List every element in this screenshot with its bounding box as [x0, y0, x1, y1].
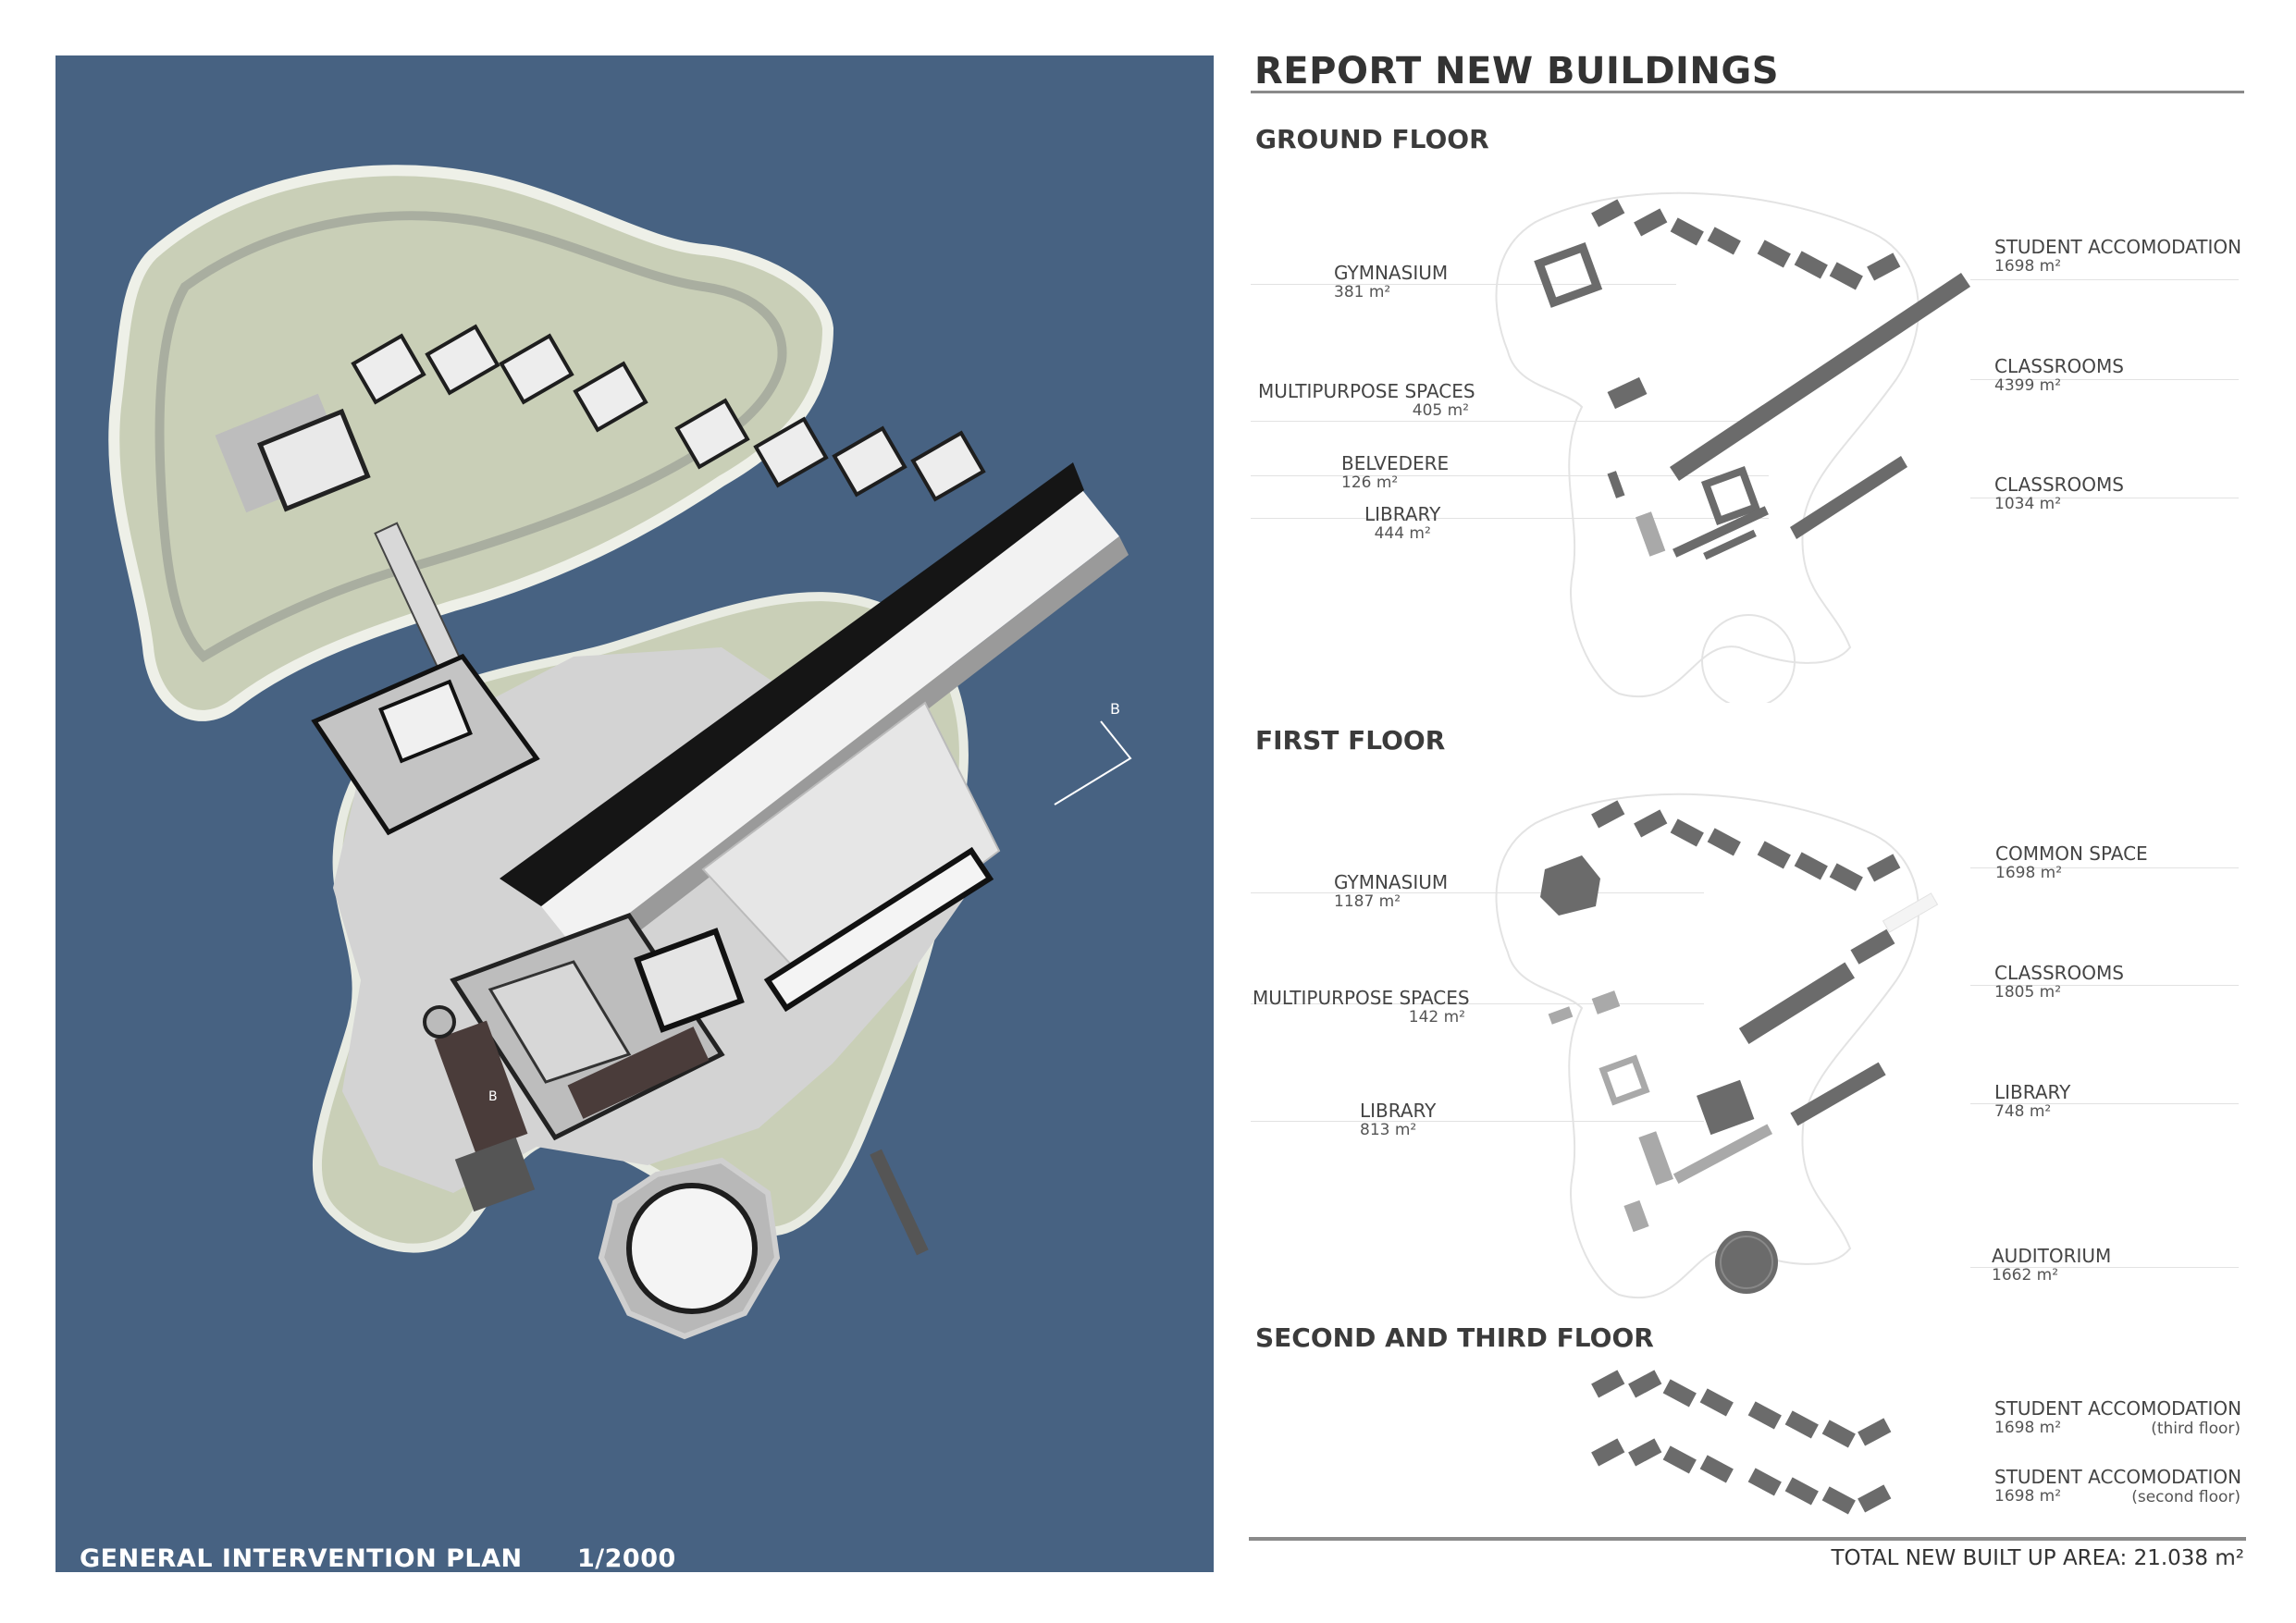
plan-scale: 1/2000 — [576, 1544, 676, 1573]
first-common-space-area: 1698 m² — [1995, 864, 2063, 882]
section-marker-b: B — [1110, 700, 1120, 718]
first-multipurpose-area: 142 m² — [1408, 1008, 1465, 1027]
first-auditorium-label: AUDITORIUM 1662 m² — [1992, 1246, 2111, 1285]
first-gymnasium-area: 1187 m² — [1334, 892, 1401, 911]
first-library-left-area: 813 m² — [1360, 1121, 1417, 1139]
first-gymnasium-name: GYMNASIUM — [1334, 871, 1449, 893]
plan-caption-text: GENERAL INTERVENTION PLAN — [80, 1544, 523, 1573]
first-library-right-name: LIBRARY — [1994, 1081, 2071, 1103]
ground-classrooms-a — [1670, 273, 1970, 481]
first-library-left-label: LIBRARY 813 m² — [1360, 1100, 1436, 1140]
first-classrooms-area: 1805 m² — [1994, 983, 2062, 1002]
general-plan-panel: B B — [56, 55, 1214, 1572]
upper-floors-plan — [1591, 1370, 1892, 1515]
first-classrooms-label: CLASSROOMS 1805 m² — [1994, 963, 2124, 1002]
ground-classrooms-b-area: 1034 m² — [1994, 495, 2062, 513]
first-gymnasium-label: GYMNASIUM 1187 m² — [1334, 872, 1448, 912]
ground-library-core — [1700, 465, 1761, 526]
ground-multipurpose — [1607, 376, 1648, 410]
ground-student-houses — [1591, 199, 1901, 290]
first-auditorium — [1715, 1231, 1778, 1294]
north-island — [108, 165, 834, 721]
ground-library-name: LIBRARY — [1364, 503, 1441, 525]
ground-classrooms-a-label: CLASSROOMS 4399 m² — [1994, 356, 2124, 396]
first-multipurpose-label: MULTIPURPOSE SPACES 142 m² — [1253, 988, 1470, 1027]
ground-belvedere-area: 126 m² — [1341, 473, 1399, 492]
first-common-space-label: COMMON SPACE 1698 m² — [1995, 843, 2148, 883]
second-floor-accomodation-name: STUDENT ACCOMODATION — [1994, 1466, 2242, 1488]
upper-floors-title: SECOND AND THIRD FLOOR — [1255, 1322, 1654, 1353]
ground-multipurpose-label: MULTIPURPOSE SPACES 405 m² — [1258, 381, 1475, 421]
ground-library-label: LIBRARY 444 m² — [1364, 504, 1440, 544]
ground-belvedere-name: BELVEDERE — [1341, 452, 1450, 474]
third-floor-note: (third floor) — [2151, 1420, 2240, 1438]
first-common-space — [1591, 800, 1901, 891]
first-classrooms — [1738, 962, 1855, 1044]
first-library-left — [1599, 1054, 1650, 1106]
third-floor-accomodation-area: 1698 m² — [1994, 1419, 2062, 1437]
first-library-right — [1696, 1079, 1755, 1136]
first-floor-plan — [1495, 793, 1939, 1299]
first-floor-title: FIRST FLOOR — [1255, 725, 1446, 756]
third-floor-accomodation-label: STUDENT ACCOMODATION 1698 m² (third floo… — [1994, 1397, 2242, 1438]
ground-classrooms-a-area: 4399 m² — [1994, 376, 2062, 395]
ground-student-accomodation-label: STUDENT ACCOMODATION 1698 m² — [1994, 237, 2241, 277]
site-plan-drawing: B B — [108, 165, 1132, 1340]
second-floor-accomodation-label: STUDENT ACCOMODATION 1698 m² (second flo… — [1994, 1466, 2242, 1506]
ground-gymnasium-area: 381 m² — [1334, 283, 1391, 301]
total-built-up-area: TOTAL NEW BUILT UP AREA: 21.038 m² — [1831, 1546, 2244, 1570]
ground-library — [1636, 511, 1666, 557]
plan-caption: GENERAL INTERVENTION PLAN 1/2000 — [80, 1544, 676, 1573]
first-library-right-label: LIBRARY 748 m² — [1994, 1082, 2070, 1122]
ground-student-accomodation-area: 1698 m² — [1994, 257, 2062, 276]
ground-classrooms-b-label: CLASSROOMS 1034 m² — [1994, 474, 2124, 514]
section-marker-b-2: B — [488, 1089, 498, 1104]
second-floor-accomodation-area: 1698 m² — [1994, 1487, 2062, 1506]
third-floor-accomodation-name: STUDENT ACCOMODATION — [1994, 1397, 2242, 1420]
third-floor-houses — [1591, 1370, 1892, 1448]
report-title: REPORT NEW BUILDINGS — [1254, 50, 1780, 92]
total-divider — [1249, 1537, 2246, 1541]
ground-multipurpose-area: 405 m² — [1412, 401, 1469, 420]
auditorium-plan — [598, 1157, 781, 1340]
ground-gymnasium-label: GYMNASIUM 381 m² — [1334, 263, 1448, 302]
first-library-left-name: LIBRARY — [1360, 1100, 1437, 1122]
title-divider — [1251, 91, 2244, 93]
ground-classrooms-b-name: CLASSROOMS — [1994, 473, 2124, 496]
ground-floor-title: GROUND FLOOR — [1255, 124, 1489, 154]
ground-student-accomodation-name: STUDENT ACCOMODATION — [1994, 236, 2242, 258]
ground-belvedere — [1607, 471, 1625, 498]
ground-belvedere-label: BELVEDERE 126 m² — [1341, 453, 1449, 493]
student-houses — [351, 324, 986, 502]
first-gymnasium — [1540, 855, 1600, 916]
ground-gymnasium — [1534, 242, 1603, 308]
first-auditorium-area: 1662 m² — [1992, 1266, 2059, 1285]
first-classrooms-name: CLASSROOMS — [1994, 962, 2124, 984]
ground-library-area: 444 m² — [1374, 524, 1431, 543]
first-library-right-area: 748 m² — [1994, 1102, 2052, 1121]
ground-multipurpose-name: MULTIPURPOSE SPACES — [1258, 380, 1475, 402]
first-auditorium-name: AUDITORIUM — [1992, 1245, 2112, 1267]
second-floor-note: (second floor) — [2131, 1488, 2240, 1506]
ground-floor-plan — [1495, 191, 1970, 703]
ground-classrooms-b — [1790, 456, 1907, 539]
ground-classrooms-a-name: CLASSROOMS — [1994, 355, 2124, 377]
ground-gymnasium-name: GYMNASIUM — [1334, 262, 1449, 284]
first-common-space-name: COMMON SPACE — [1995, 842, 2148, 865]
first-multipurpose-name: MULTIPURPOSE SPACES — [1253, 987, 1470, 1009]
first-multipurpose — [1591, 990, 1621, 1014]
second-floor-houses — [1591, 1438, 1892, 1515]
